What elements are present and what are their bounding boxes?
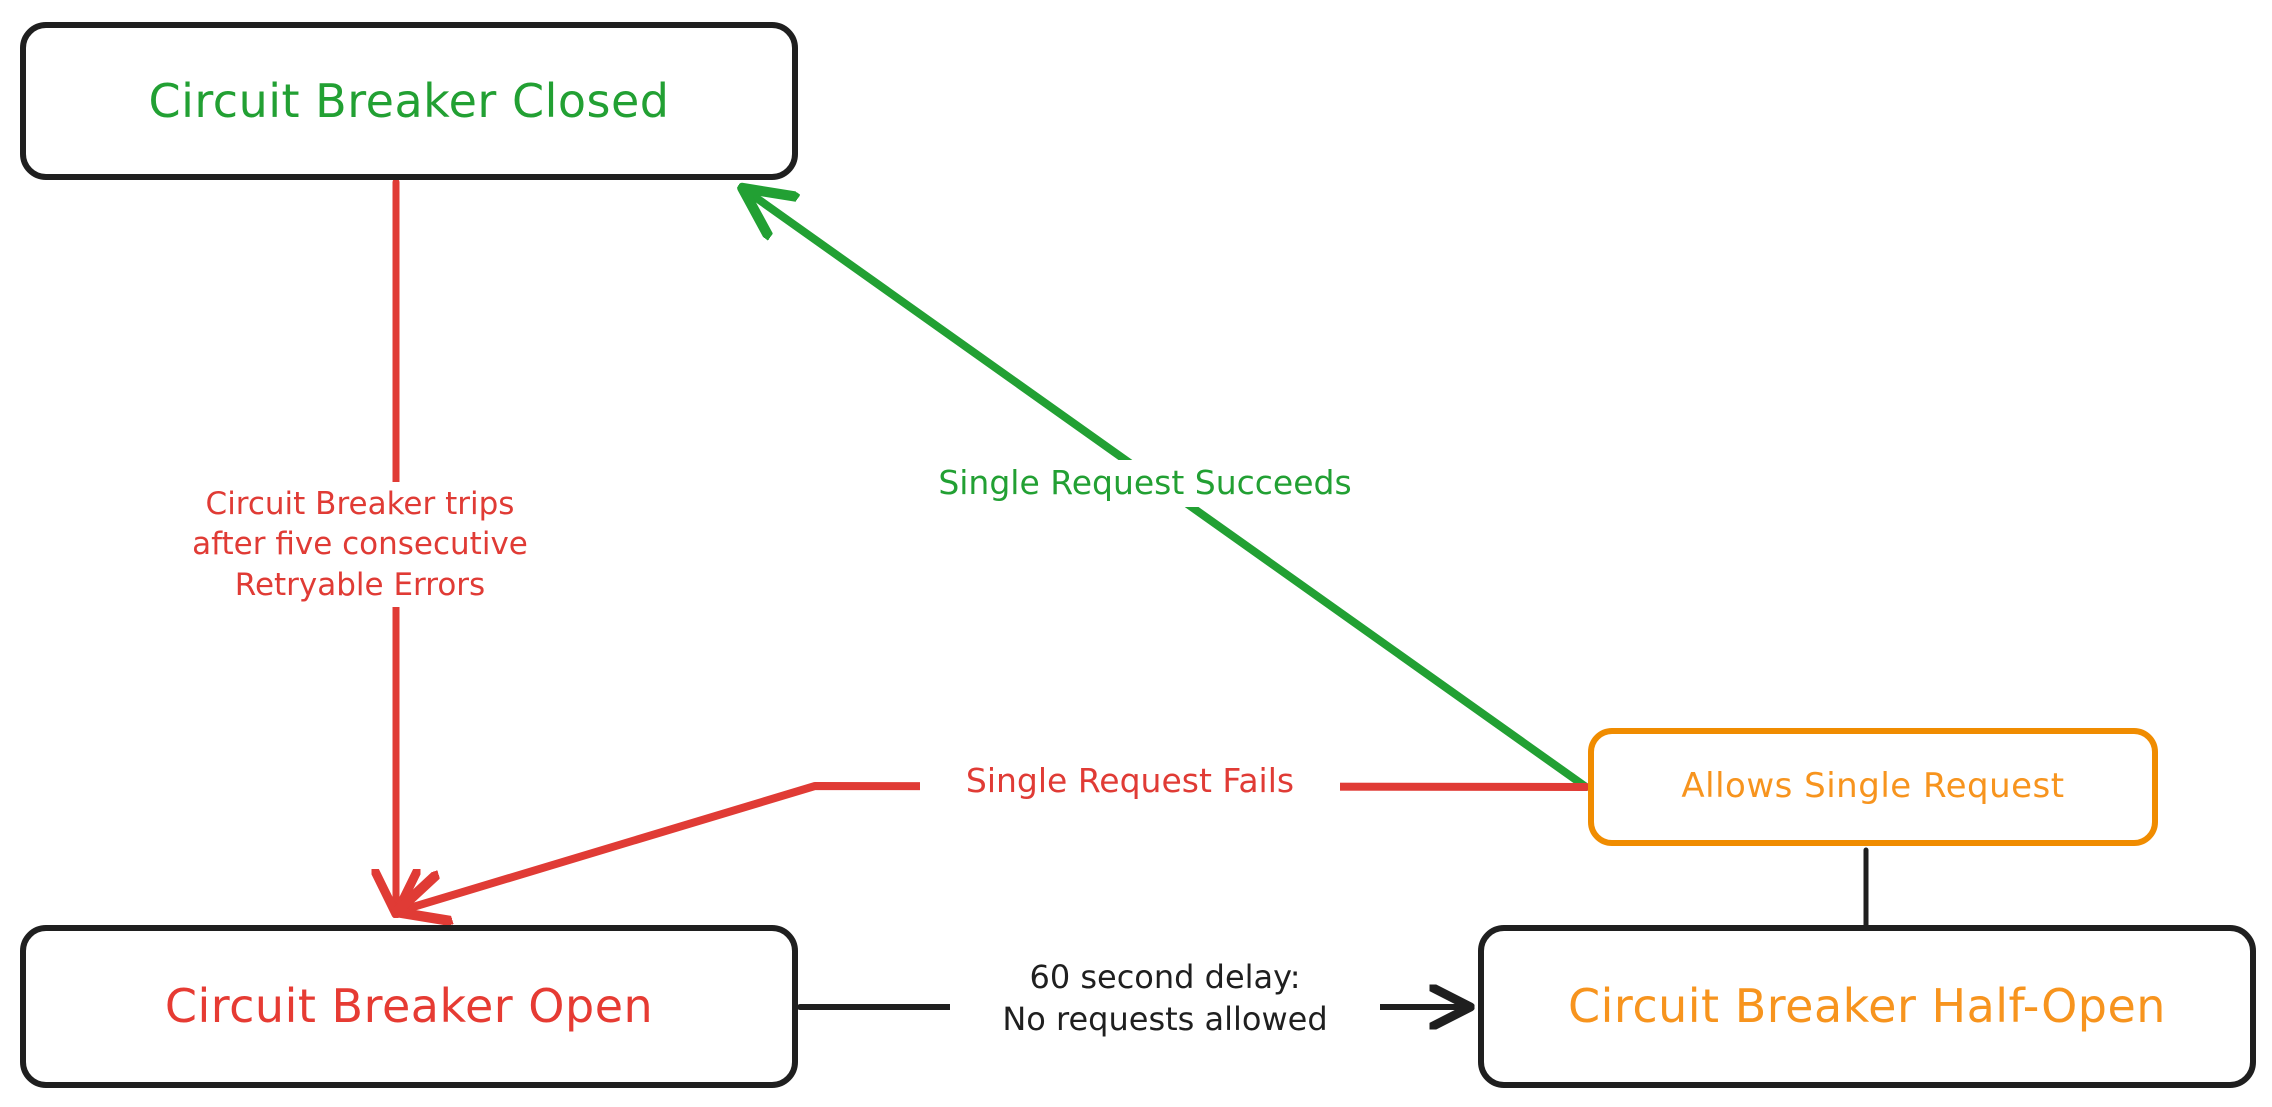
node-label-open: Circuit Breaker Open xyxy=(164,979,654,1034)
edge-label-circuit-breaker-trips: Circuit Breaker trips after five consecu… xyxy=(150,482,570,607)
node-allows-single-request[interactable]: Allows Single Request xyxy=(1588,728,2158,846)
node-circuit-breaker-open[interactable]: Circuit Breaker Open xyxy=(20,925,798,1088)
node-label-half-open: Circuit Breaker Half-Open xyxy=(1568,979,2166,1034)
edge-label-single-request-succeeds: Single Request Succeeds xyxy=(885,460,1405,507)
node-label-allows-single-request: Allows Single Request xyxy=(1681,766,2065,807)
node-circuit-breaker-closed[interactable]: Circuit Breaker Closed xyxy=(20,22,798,180)
node-label-closed: Circuit Breaker Closed xyxy=(148,73,670,128)
node-circuit-breaker-half-open[interactable]: Circuit Breaker Half-Open xyxy=(1478,925,2256,1088)
edge-label-single-request-fails: Single Request Fails xyxy=(920,758,1340,805)
edge-label-60-second-delay: 60 second delay: No requests allowed xyxy=(950,955,1380,1043)
